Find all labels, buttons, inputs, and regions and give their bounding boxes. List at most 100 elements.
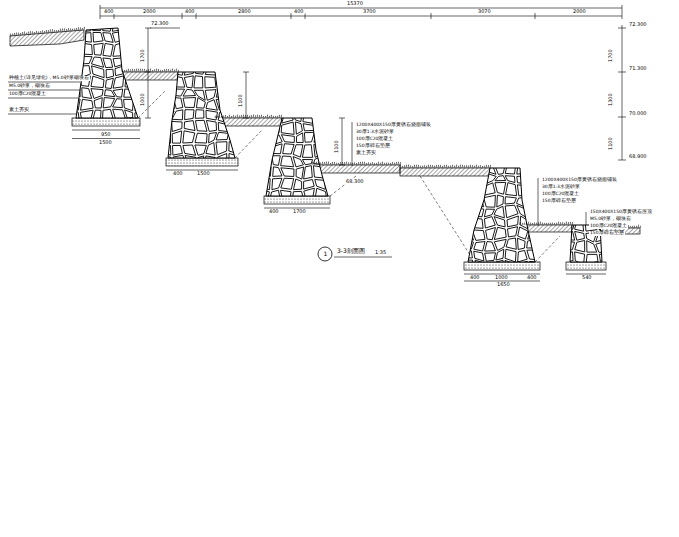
stone: [259, 134, 272, 145]
grass-tick: [150, 69, 152, 72]
stone: [538, 161, 551, 171]
grass-tick: [410, 165, 412, 168]
dimension-text: 1300: [608, 92, 613, 107]
dimension-text: 15370: [346, 1, 364, 6]
grass-tick: [472, 165, 474, 168]
stone: [485, 253, 496, 261]
grass-tick: [636, 226, 638, 228]
grass-tick: [418, 165, 420, 168]
grass-tick: [156, 69, 158, 72]
stone: [126, 65, 135, 78]
grass-tick: [316, 162, 318, 165]
stone: [326, 202, 336, 211]
stone: [586, 254, 598, 264]
stone: [91, 57, 103, 67]
dimension-text: 1650: [496, 282, 511, 287]
stone: [282, 114, 294, 123]
grass-tick: [257, 115, 259, 118]
stone: [136, 69, 146, 79]
stone: [484, 195, 496, 207]
grass-tick: [215, 116, 217, 118]
grass-tick: [62, 28, 64, 31]
dimension-text: 72.300: [150, 21, 170, 26]
grass-tick: [265, 116, 267, 118]
grass-tick: [432, 165, 434, 168]
stone: [217, 68, 226, 76]
grass-tick: [638, 225, 640, 228]
grass-tick: [20, 33, 22, 35]
note-text: 1:35: [374, 250, 387, 255]
stone: [81, 99, 94, 110]
grass-tick: [330, 163, 332, 165]
stone: [542, 218, 551, 229]
grass-tick: [436, 165, 438, 168]
stone: [206, 143, 215, 156]
stone: [530, 261, 539, 272]
grass-tick: [348, 162, 350, 165]
stone: [486, 228, 496, 240]
grass-tick: [172, 69, 174, 72]
stone: [281, 122, 294, 134]
stone: [93, 33, 103, 43]
stone: [94, 98, 102, 108]
grass-tick: [74, 28, 76, 30]
grass-tick: [176, 69, 178, 72]
stone: [325, 112, 338, 123]
stone: [281, 156, 294, 167]
stone: [281, 190, 292, 200]
stone: [113, 89, 123, 97]
planting-surface: [10, 27, 641, 228]
dimension-text: 400: [526, 275, 538, 280]
grass-tick: [392, 162, 394, 165]
stone: [196, 120, 208, 131]
wall-fill: [468, 168, 535, 262]
stone: [184, 121, 195, 131]
stone: [172, 121, 183, 131]
stone: [259, 123, 272, 134]
stone: [495, 176, 506, 181]
stone: [506, 183, 517, 196]
stone: [259, 200, 269, 209]
title-circle: [318, 247, 332, 261]
grass-tick: [152, 70, 154, 72]
grass-tick: [482, 166, 484, 168]
stone: [517, 176, 529, 185]
grass-tick: [444, 165, 446, 168]
stone: [485, 242, 496, 252]
stone: [195, 110, 204, 119]
grass-tick: [490, 165, 492, 168]
stone: [124, 43, 135, 56]
stone: [229, 67, 238, 74]
stone: [238, 143, 249, 154]
grass-tick: [144, 69, 146, 72]
stone: [505, 205, 518, 218]
stone: [184, 65, 193, 75]
dimension-text: 1100: [238, 93, 243, 108]
dimension-text: 950: [100, 132, 112, 137]
dimension-text: 68.900: [628, 154, 648, 159]
stone: [472, 208, 484, 217]
grass-tick: [526, 223, 528, 225]
grass-tick: [245, 115, 247, 118]
grass-tick: [414, 165, 416, 168]
grass-tick: [318, 162, 320, 165]
grass-tick: [434, 166, 436, 168]
grass-tick: [394, 163, 396, 165]
grass-tick: [460, 165, 462, 168]
stone: [164, 66, 173, 78]
grass-tick: [225, 115, 227, 118]
stone: [238, 131, 249, 144]
stone: [314, 133, 327, 145]
grass-tick: [346, 162, 348, 165]
stone: [112, 32, 122, 43]
grass-tick: [546, 223, 548, 225]
stone: [306, 200, 313, 209]
stone: [163, 87, 171, 98]
grass-tick: [162, 70, 164, 72]
note-text: M5.0砂浆，砌块石: [589, 217, 632, 222]
grass-tick: [548, 223, 550, 225]
grass-tick: [140, 69, 142, 72]
grass-tick: [136, 69, 138, 72]
grass-tick: [154, 69, 156, 72]
stone: [259, 189, 270, 199]
